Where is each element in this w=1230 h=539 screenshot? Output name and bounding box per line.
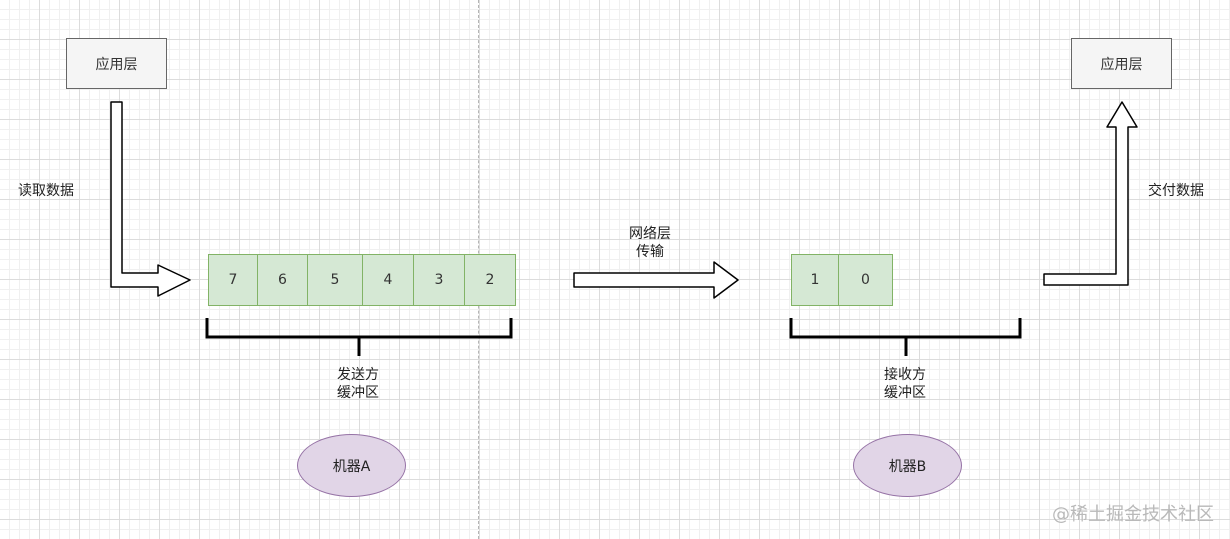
- network-label-line1: 网络层: [629, 226, 671, 242]
- network-transfer-arrow: [573, 261, 739, 299]
- read-data-label: 读取数据: [18, 183, 74, 199]
- sender-buffer-cell: 2: [464, 254, 516, 306]
- receiver-buffer-label-line1: 接收方: [884, 367, 926, 383]
- sender-buffer: 7 6 5 4 3 2: [208, 254, 516, 306]
- network-transfer-label: 网络层 传输: [616, 225, 684, 261]
- sender-buffer-cell: 4: [362, 254, 414, 306]
- deliver-data-label: 交付数据: [1148, 183, 1204, 199]
- app-layer-box-right: 应用层: [1071, 38, 1172, 89]
- receiver-buffer: 1 0: [791, 254, 893, 306]
- machine-b-ellipse: 机器B: [853, 434, 962, 497]
- sender-buffer-label-line2: 缓冲区: [337, 385, 379, 401]
- sender-buffer-cell: 5: [307, 254, 363, 306]
- receiver-buffer-label: 接收方 缓冲区: [869, 366, 941, 402]
- receiver-buffer-bracket: [789, 318, 1022, 356]
- receiver-buffer-label-line2: 缓冲区: [884, 385, 926, 401]
- sender-buffer-cell: 7: [208, 254, 258, 306]
- app-layer-box-left: 应用层: [66, 38, 167, 89]
- sender-buffer-bracket: [205, 318, 513, 356]
- receiver-buffer-cell: 1: [791, 254, 839, 306]
- network-label-line2: 传输: [636, 244, 664, 260]
- read-data-arrow: [110, 101, 191, 297]
- machine-a-ellipse: 机器A: [297, 434, 406, 497]
- sender-buffer-label: 发送方 缓冲区: [322, 366, 394, 402]
- watermark: @稀土掘金技术社区: [1052, 504, 1214, 525]
- receiver-buffer-cell: 0: [838, 254, 893, 306]
- deliver-data-arrow: [1043, 101, 1138, 286]
- sender-buffer-cell: 3: [413, 254, 465, 306]
- sender-buffer-cell: 6: [257, 254, 308, 306]
- sender-buffer-label-line1: 发送方: [337, 367, 379, 383]
